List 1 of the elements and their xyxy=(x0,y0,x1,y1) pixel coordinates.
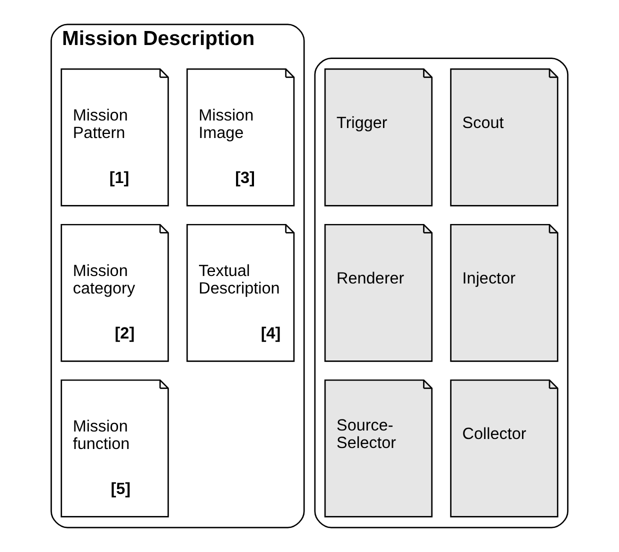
cluster xyxy=(314,58,568,528)
